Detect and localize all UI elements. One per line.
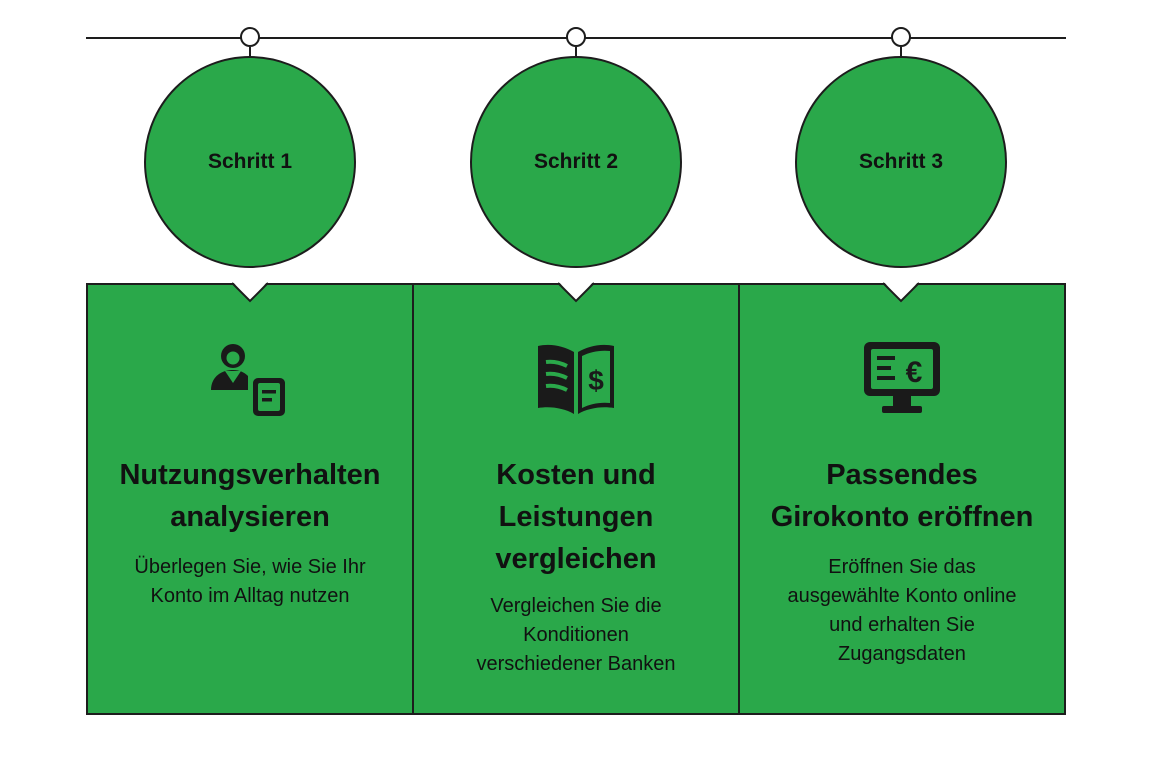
- step-label: Schritt 1: [207, 150, 293, 173]
- svg-text:€: €: [906, 356, 923, 389]
- step-description-line: und erhalten Sie: [829, 614, 975, 636]
- step-description-line: Eröffnen Sie das: [828, 556, 976, 578]
- step-description: Eröffnen Sie das ausgewählte Konto onlin…: [752, 553, 1052, 669]
- step-description-line: Konditionen: [523, 624, 629, 646]
- step-description-line: Überlegen Sie, wie Sie Ihr: [134, 556, 366, 578]
- step-title: Kosten und Leistungen vergleichen: [426, 454, 726, 580]
- step-title: Nutzungsverhalten analysieren: [100, 454, 400, 538]
- step-circle: Schritt 3: [795, 56, 1007, 268]
- step-label: Schritt 3: [858, 150, 944, 173]
- panel-pointer: [558, 281, 594, 303]
- timeline-dot: [566, 27, 586, 47]
- step-description-line: Vergleichen Sie die: [490, 595, 662, 617]
- step-description: Vergleichen Sie die Konditionen verschie…: [426, 592, 726, 679]
- timeline-connector: [575, 47, 577, 57]
- step-description-line: Zugangsdaten: [838, 643, 966, 665]
- panel-pointer: [883, 281, 919, 303]
- step-title: Passendes Girokonto eröffnen: [752, 454, 1052, 538]
- svg-text:$: $: [588, 365, 604, 396]
- timeline-connector: [249, 47, 251, 57]
- step-description: Überlegen Sie, wie Sie Ihr Konto im Allt…: [100, 553, 400, 611]
- timeline-connector: [900, 47, 902, 57]
- step-title-line: Passendes: [826, 459, 978, 491]
- panel-pointer: [232, 281, 268, 303]
- step-title-line: Kosten und: [496, 459, 656, 491]
- step-description-line: ausgewählte Konto online: [787, 585, 1017, 607]
- step-circle: Schritt 1: [144, 56, 356, 268]
- step-title-line: Girokonto eröffnen: [770, 501, 1034, 533]
- step-description-line: Konto im Alltag nutzen: [150, 585, 350, 607]
- step-title-line: analysieren: [170, 501, 330, 533]
- monitor-euro-icon: €: [864, 342, 940, 413]
- step-panel: [412, 283, 740, 715]
- step-label: Schritt 2: [533, 150, 619, 173]
- timeline-dot: [891, 27, 911, 47]
- step-title-line: vergleichen: [495, 543, 657, 575]
- step-title-line: Nutzungsverhalten: [119, 459, 381, 491]
- step-description-line: verschiedener Banken: [476, 653, 676, 675]
- book-dollar-icon: $: [538, 344, 614, 414]
- step-circle: Schritt 2: [470, 56, 682, 268]
- user-document-icon: [211, 344, 285, 416]
- step-title-line: Leistungen: [498, 501, 654, 533]
- timeline-dot: [240, 27, 260, 47]
- step-panel: [86, 283, 414, 715]
